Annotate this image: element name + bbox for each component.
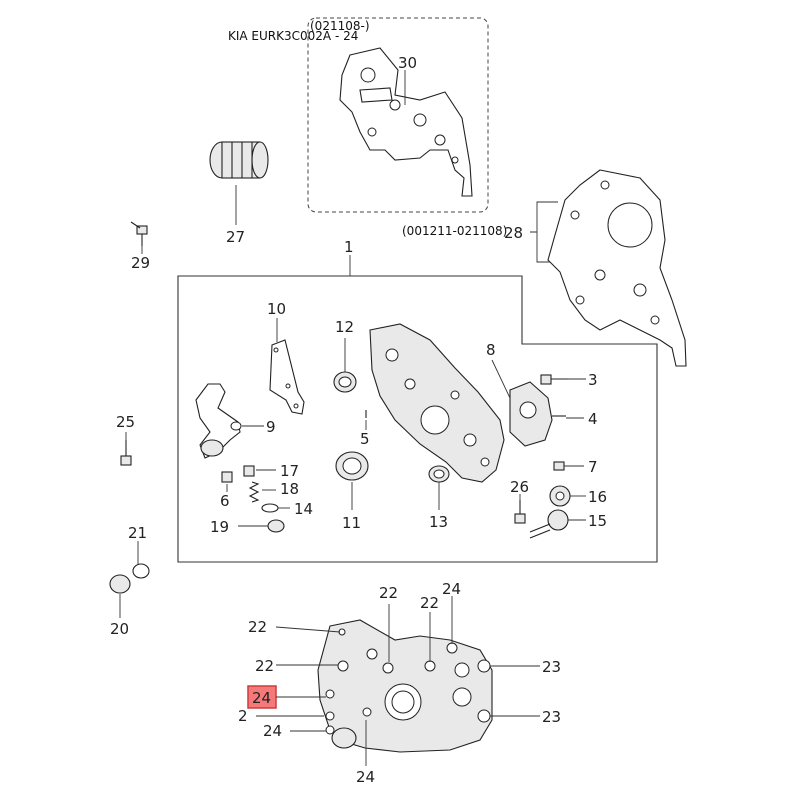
callout-23-a: 23 [542, 658, 561, 676]
filter-bracket-9[interactable] [195, 383, 242, 459]
diagram-code: KIA EURK3C002A - 24 [228, 29, 358, 43]
callout-9: 9 [266, 418, 276, 436]
callout-26: 26 [510, 478, 529, 496]
cap-17[interactable] [243, 465, 255, 477]
callout-19: 19 [210, 518, 229, 536]
callout-12: 12 [335, 318, 354, 336]
variant-box-top [307, 17, 489, 213]
callout-27: 27 [226, 228, 245, 246]
plug-19[interactable] [267, 519, 285, 533]
callout-7: 7 [588, 458, 598, 476]
front-cover-body[interactable] [369, 323, 505, 483]
bolt-26[interactable] [514, 500, 526, 524]
callout-14: 14 [294, 500, 313, 518]
bolt-3[interactable] [540, 374, 568, 385]
seal-11[interactable] [335, 451, 369, 481]
callout-24-a: 24 [442, 580, 461, 598]
bolt-29[interactable] [130, 221, 148, 246]
callout-16: 16 [588, 488, 607, 506]
callout-17: 17 [280, 462, 299, 480]
range-note-mid: (001211-021108) [402, 224, 507, 238]
callout-4: 4 [588, 410, 598, 428]
callout-15: 15 [588, 512, 607, 530]
callout-20: 20 [110, 620, 129, 638]
washer-21[interactable] [132, 563, 150, 579]
washer-14[interactable] [261, 503, 279, 513]
callout-24-highlight: 24 [252, 689, 271, 707]
callout-24-b: 24 [263, 722, 282, 740]
callout-1: 1 [344, 238, 354, 256]
seal-12[interactable] [333, 371, 357, 393]
callout-21: 21 [128, 524, 147, 542]
cap-6[interactable] [221, 471, 233, 483]
gear-shaft-15[interactable] [529, 509, 569, 539]
plug-7[interactable] [553, 461, 565, 471]
callout-30: 30 [398, 54, 417, 72]
bracket-10[interactable] [269, 339, 305, 415]
callout-5: 5 [360, 430, 370, 448]
callout-25: 25 [116, 413, 135, 431]
callout-18: 18 [280, 480, 299, 498]
callout-11: 11 [342, 514, 361, 532]
callout-2: 2 [238, 707, 248, 725]
bolt-25[interactable] [120, 440, 132, 466]
callout-6: 6 [220, 492, 230, 510]
seal-13[interactable] [428, 465, 450, 483]
callout-23-b: 23 [542, 708, 561, 726]
callout-22-b: 22 [379, 584, 398, 602]
gasket-30[interactable] [339, 47, 473, 197]
callout-22-c: 22 [420, 594, 439, 612]
callout-8: 8 [486, 341, 496, 359]
assembly-box-1 [177, 275, 658, 563]
spring-18[interactable] [248, 481, 260, 503]
plug-20[interactable] [109, 574, 131, 594]
gear-16[interactable] [549, 485, 571, 507]
callout-22-a: 22 [248, 618, 267, 636]
cover-assembly-2[interactable] [317, 619, 493, 753]
callout-28: 28 [504, 224, 523, 242]
range-note-top: (021108-) [310, 19, 370, 33]
gasket-28[interactable] [547, 169, 687, 367]
callout-10: 10 [267, 300, 286, 318]
callout-29: 29 [131, 254, 150, 272]
callout-22-d: 22 [255, 657, 274, 675]
oil-pump-8[interactable] [509, 381, 553, 447]
oil-filter-27[interactable] [209, 141, 269, 179]
callout-24-c: 24 [356, 768, 375, 786]
callout-3: 3 [588, 371, 598, 389]
callout-13: 13 [429, 513, 448, 531]
